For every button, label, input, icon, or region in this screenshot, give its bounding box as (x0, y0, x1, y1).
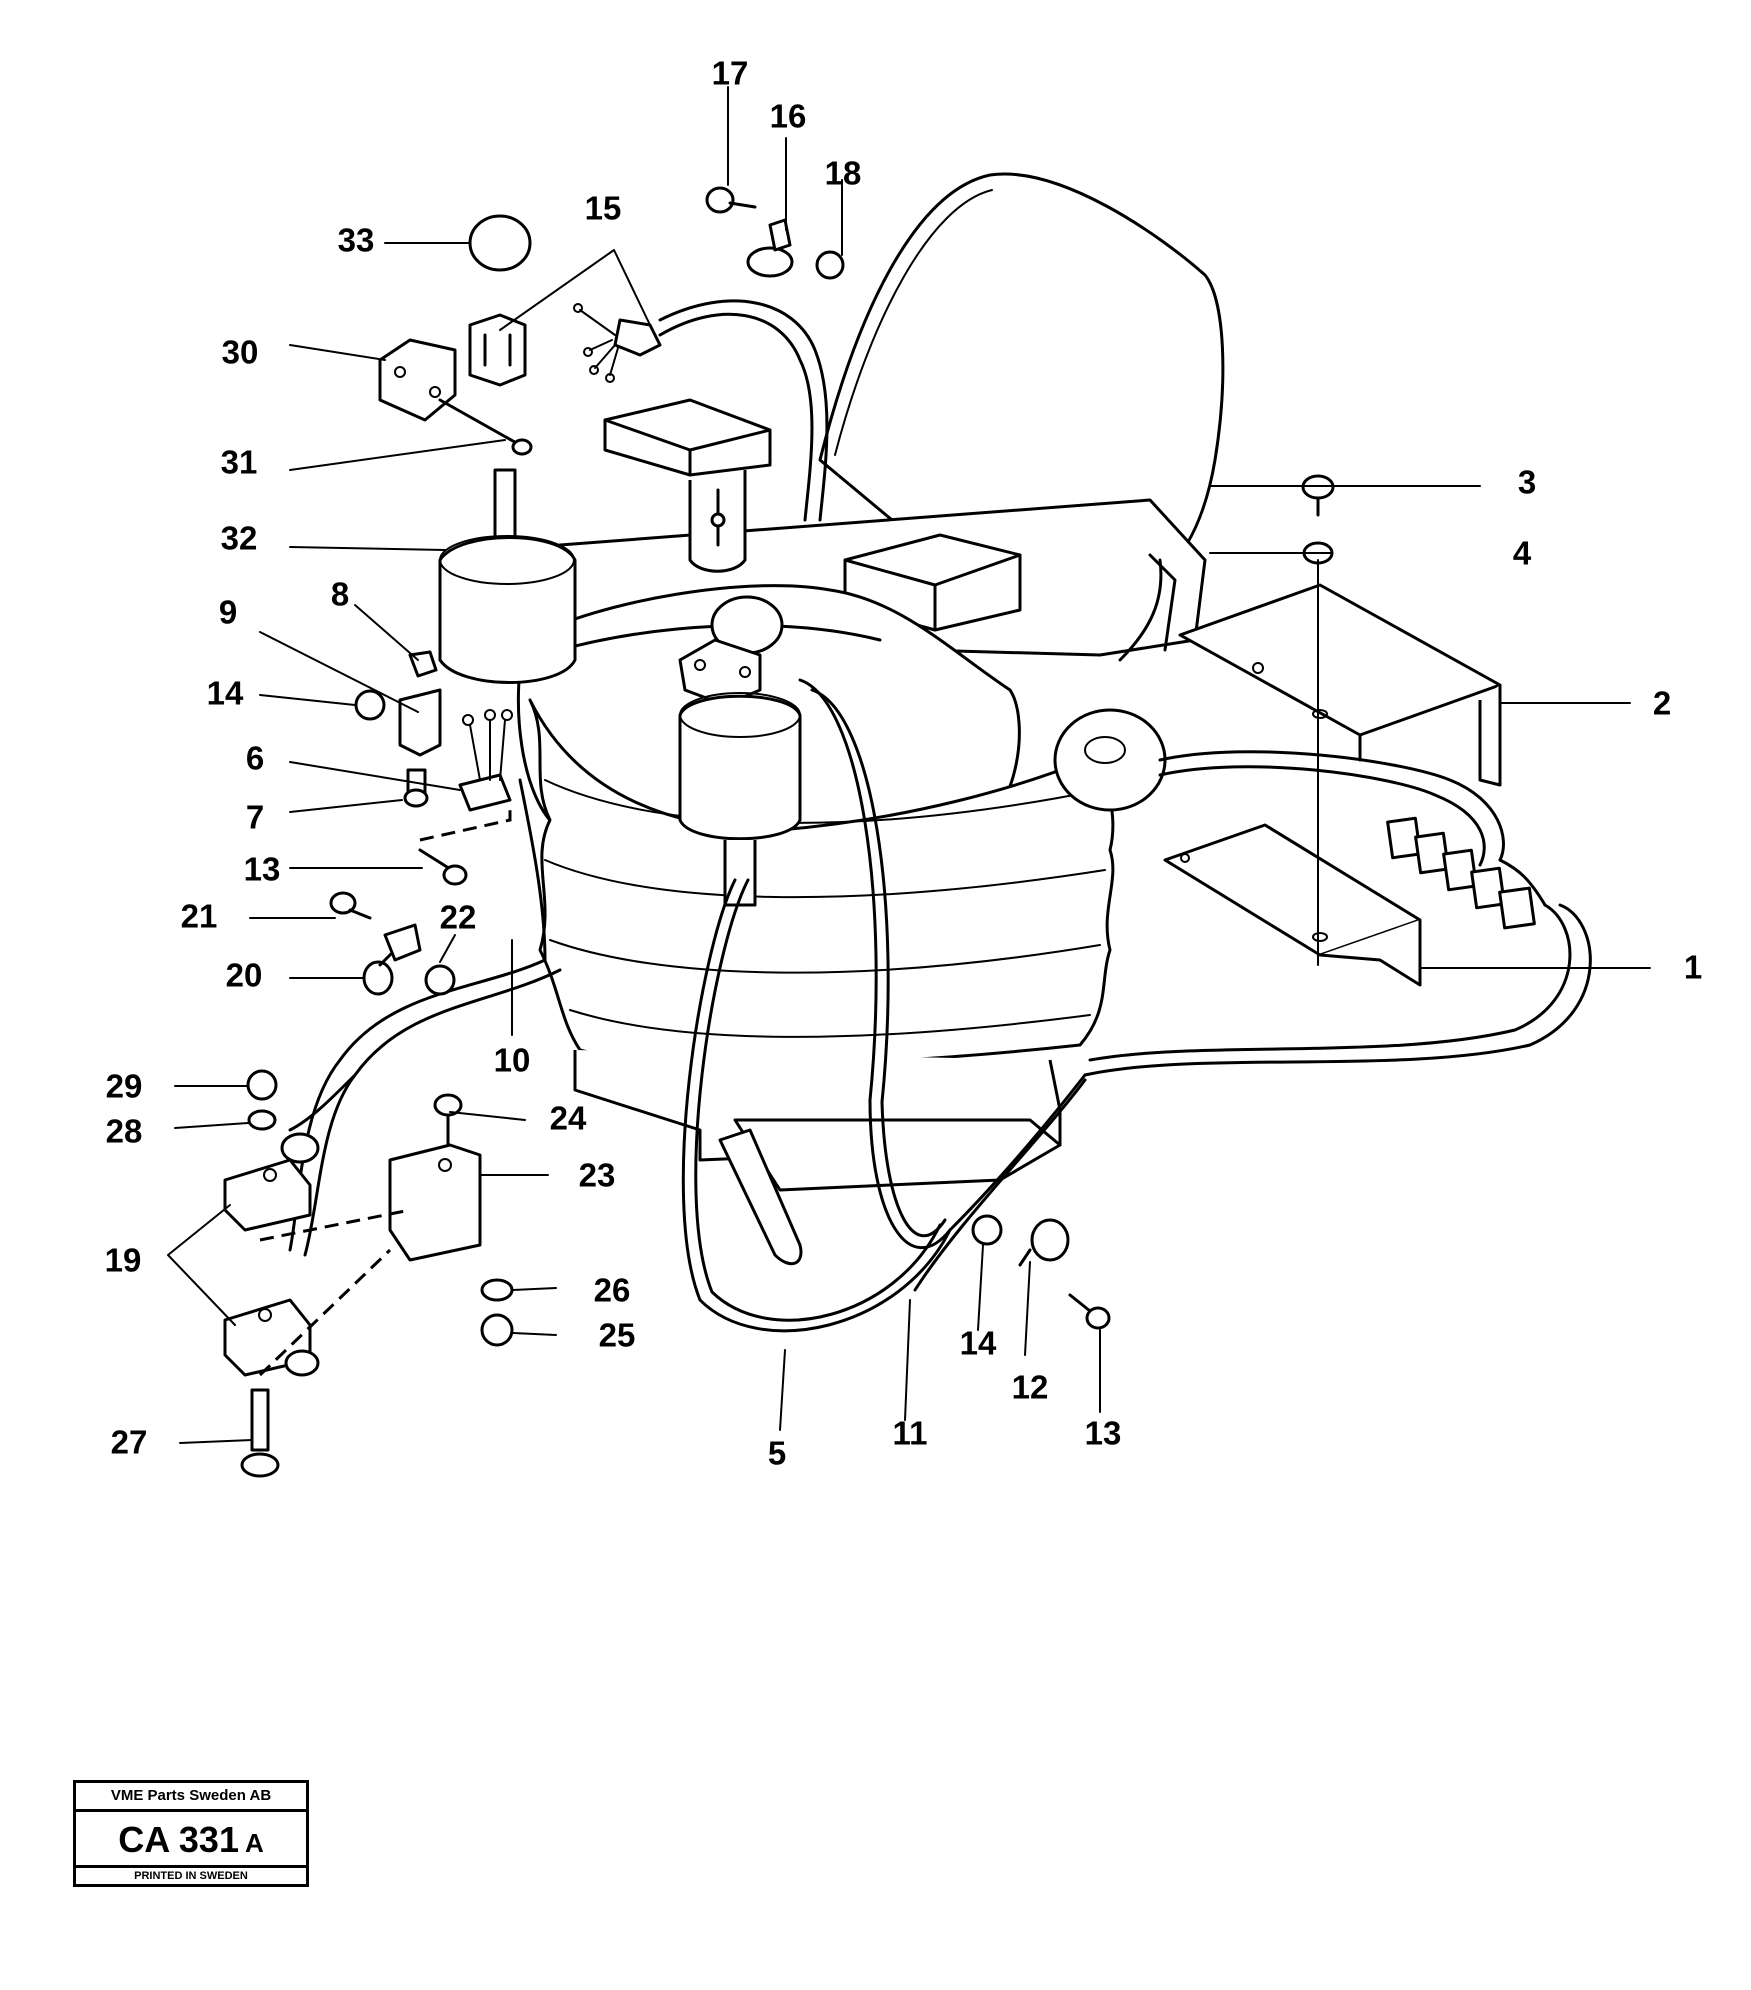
clamp-20 (362, 923, 422, 996)
part-label-13-right: 13 (1084, 1414, 1122, 1452)
leader-lines (167, 86, 1651, 1444)
part-label-8: 8 (330, 575, 350, 613)
part-label-29: 29 (105, 1067, 143, 1105)
bracket-9 (398, 688, 442, 757)
switch-19-lower (223, 1298, 320, 1377)
screw-24 (433, 1093, 463, 1147)
switch-19-upper (223, 1132, 320, 1232)
part-label-2: 2 (1652, 684, 1672, 722)
screw-7 (403, 768, 429, 808)
part-label-6: 6 (245, 739, 265, 777)
nut-29 (246, 1069, 278, 1101)
right-armrest (843, 533, 1022, 632)
part-label-3: 3 (1517, 463, 1537, 501)
part-label-14-right: 14 (959, 1324, 997, 1362)
terminal-6 (458, 709, 513, 812)
part-label-30: 30 (221, 333, 259, 371)
actuator-32 (438, 468, 577, 684)
part-label-10: 10 (493, 1041, 531, 1079)
nut-18 (815, 250, 845, 280)
part-label-1: 1 (1683, 948, 1703, 986)
switch-block-30 (378, 338, 457, 422)
part-label-31: 31 (220, 443, 258, 481)
screw-27 (240, 1388, 280, 1478)
part-label-26: 26 (593, 1271, 631, 1309)
washer-28 (247, 1109, 277, 1131)
part-label-7: 7 (245, 798, 265, 836)
part-label-32: 32 (220, 519, 258, 557)
screw-13-right (1068, 1293, 1111, 1330)
screw-3 (1301, 474, 1335, 517)
cable-harness (288, 299, 1592, 1333)
drawing-code-suffix: A (244, 1828, 264, 1858)
nut-26 (480, 1278, 514, 1302)
part-label-27: 27 (110, 1423, 148, 1461)
part-label-16: 16 (769, 97, 807, 135)
part-label-22: 22 (439, 898, 477, 936)
part-label-17: 17 (711, 54, 749, 92)
part-label-25: 25 (598, 1316, 636, 1354)
clip-15 (468, 313, 527, 387)
nut-25 (480, 1313, 514, 1347)
bracket-1 (1163, 823, 1422, 987)
screw-13-left (418, 848, 468, 886)
part-label-33: 33 (337, 221, 375, 259)
clamp-12 (1018, 1218, 1070, 1267)
cap-33 (468, 214, 532, 272)
part-label-9: 9 (218, 593, 238, 631)
part-label-20: 20 (225, 956, 263, 994)
nut-14-right (971, 1214, 1003, 1246)
nut-22 (424, 964, 456, 996)
title-block-company: VME Parts Sweden AB (76, 1783, 306, 1812)
control-knob-assembly (678, 595, 802, 907)
part-label-19: 19 (104, 1241, 142, 1279)
part-label-12: 12 (1011, 1368, 1049, 1406)
part-label-11: 11 (892, 1414, 928, 1452)
round-pad (1053, 708, 1167, 812)
part-label-15: 15 (584, 189, 622, 227)
clamp-16 (746, 218, 794, 278)
seat-base (573, 1050, 1062, 1266)
title-block-printed: PRINTED IN SWEDEN (76, 1865, 306, 1884)
screw-31 (438, 398, 533, 456)
screw-21 (329, 891, 372, 920)
part-label-21: 21 (180, 897, 218, 935)
nut-14 (354, 689, 386, 721)
left-armrest (603, 398, 772, 573)
screw-17 (705, 186, 757, 214)
part-label-5: 5 (767, 1434, 787, 1472)
part-label-23: 23 (578, 1156, 616, 1194)
wire-bundle-15 (573, 303, 662, 383)
part-label-18: 18 (824, 154, 862, 192)
bracket-23 (388, 1143, 482, 1262)
part-label-13-left: 13 (243, 850, 281, 888)
part-label-24: 24 (549, 1099, 587, 1137)
dashed-guide-6 (419, 810, 512, 842)
dashed-guide-19 (258, 1208, 411, 1377)
part-label-14-left: 14 (206, 674, 244, 712)
drawing-code: CA 331 (118, 1819, 239, 1860)
connector-row (1386, 816, 1536, 930)
part-label-4: 4 (1512, 534, 1532, 572)
part-label-28: 28 (105, 1112, 143, 1150)
bracket-2 (1178, 583, 1502, 787)
